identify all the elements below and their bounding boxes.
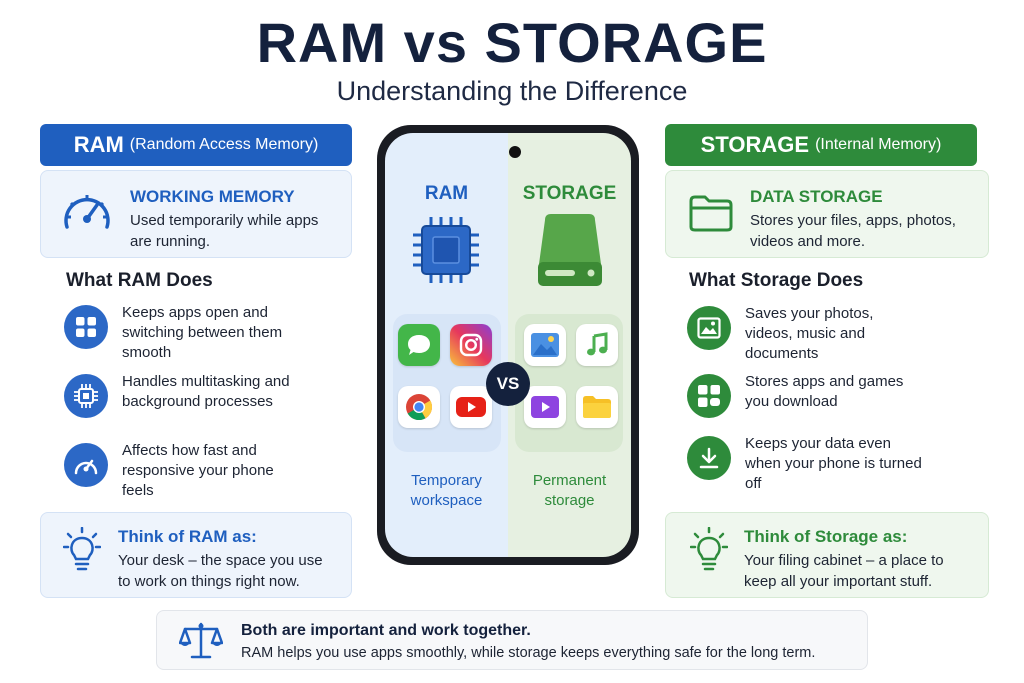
- storage-feature-2: Stores apps and games you download: [687, 373, 925, 418]
- ram-feature-3-text: Affects how fast and responsive your pho…: [122, 442, 274, 499]
- chrome-icon: [398, 386, 440, 428]
- speed-gauge-icon: [64, 443, 108, 487]
- camera-icon: [509, 146, 521, 158]
- storage-feature-2-text: Stores apps and games you download: [745, 373, 904, 410]
- phone-storage-label: STORAGE: [522, 183, 617, 204]
- phone-ram-caption: Temporary workspace: [410, 472, 483, 509]
- lightbulb-icon: [62, 526, 102, 578]
- storage-section-title: What Storage Does: [689, 270, 864, 291]
- music-icon: [576, 324, 618, 366]
- ram-section-title: What RAM Does: [66, 270, 213, 291]
- storage-header: STORAGE (Internal Memory): [665, 124, 977, 166]
- storage-feature-1: Saves your photos, videos, music and doc…: [687, 305, 925, 364]
- phone-storage-side: STORAGE: [508, 133, 631, 557]
- storage-header-subtitle: (Internal Memory): [815, 136, 942, 153]
- balance-scale-icon: [178, 621, 224, 666]
- ram-card-heading: WORKING MEMORY: [130, 187, 295, 206]
- ram-feature-3: Affects how fast and responsive your pho…: [64, 442, 302, 501]
- apps-games-icon: [687, 374, 731, 418]
- lightbulb-icon: [689, 526, 729, 578]
- ram-card-text: Used temporarily while apps are running.: [130, 212, 319, 250]
- instagram-icon: [450, 324, 492, 366]
- ram-chip-icon: [411, 215, 481, 290]
- phone-screen: RAM: [385, 133, 631, 557]
- storage-think-text: Your filing cabinet – a place to keep al…: [744, 552, 944, 590]
- image-icon: [687, 306, 731, 350]
- ram-feature-2-text: Handles multitasking and background proc…: [122, 373, 290, 410]
- ram-think-text: Your desk – the space you use to work on…: [118, 552, 323, 590]
- ram-working-memory-card: WORKING MEMORY Used temporarily while ap…: [40, 170, 352, 258]
- phone-ram-side: RAM: [385, 133, 508, 557]
- storage-think-card: Think of Storage as: Your filing cabinet…: [665, 512, 989, 598]
- page-subtitle: Understanding the Difference: [336, 76, 688, 106]
- ram-apps-panel: [393, 314, 501, 452]
- summary-text: RAM helps you use apps smoothly, while s…: [241, 645, 816, 661]
- folder-icon: [688, 193, 734, 238]
- storage-apps-panel: [515, 314, 623, 452]
- page-title: RAM vs STORAGE: [256, 11, 768, 74]
- folder-app-icon: [576, 386, 618, 428]
- vs-badge: VS: [486, 362, 530, 406]
- storage-feature-3: Keeps your data even when your phone is …: [687, 435, 925, 494]
- apps-grid-icon: [64, 305, 108, 349]
- summary-heading: Both are important and work together.: [241, 622, 531, 639]
- storage-card-heading: DATA STORAGE: [750, 187, 883, 206]
- youtube-icon: [450, 386, 492, 428]
- ram-think-heading: Think of RAM as:: [118, 527, 257, 546]
- ram-think-card: Think of RAM as: Your desk – the space y…: [40, 512, 352, 598]
- download-icon: [687, 436, 731, 480]
- chip-icon: [64, 374, 108, 418]
- ram-header-subtitle: (Random Access Memory): [129, 136, 319, 153]
- storage-data-card: DATA STORAGE Stores your files, apps, ph…: [665, 170, 989, 258]
- summary-card: Both are important and work together. RA…: [156, 610, 868, 670]
- phone-ram-label: RAM: [424, 183, 469, 204]
- hard-drive-icon: [535, 212, 605, 293]
- phone-storage-caption: Permanent storage: [532, 472, 607, 509]
- storage-think-heading: Think of Storage as:: [744, 527, 908, 546]
- ram-header-title: RAM: [73, 132, 124, 157]
- storage-header-title: STORAGE: [700, 132, 810, 157]
- phone-illustration: RAM: [377, 125, 639, 565]
- ram-header: RAM (Random Access Memory): [40, 124, 352, 166]
- ram-feature-2: Handles multitasking and background proc…: [64, 373, 302, 418]
- storage-feature-1-text: Saves your photos, videos, music and doc…: [745, 305, 874, 362]
- storage-feature-3-text: Keeps your data even when your phone is …: [745, 435, 922, 492]
- video-icon: [524, 386, 566, 428]
- storage-card-text: Stores your files, apps, photos, videos …: [750, 212, 956, 250]
- messages-icon: [398, 324, 440, 366]
- ram-feature-1: Keeps apps open and switching between th…: [64, 304, 302, 363]
- gallery-icon: [524, 324, 566, 366]
- speedometer-icon: [61, 189, 113, 240]
- ram-feature-1-text: Keeps apps open and switching between th…: [122, 304, 283, 361]
